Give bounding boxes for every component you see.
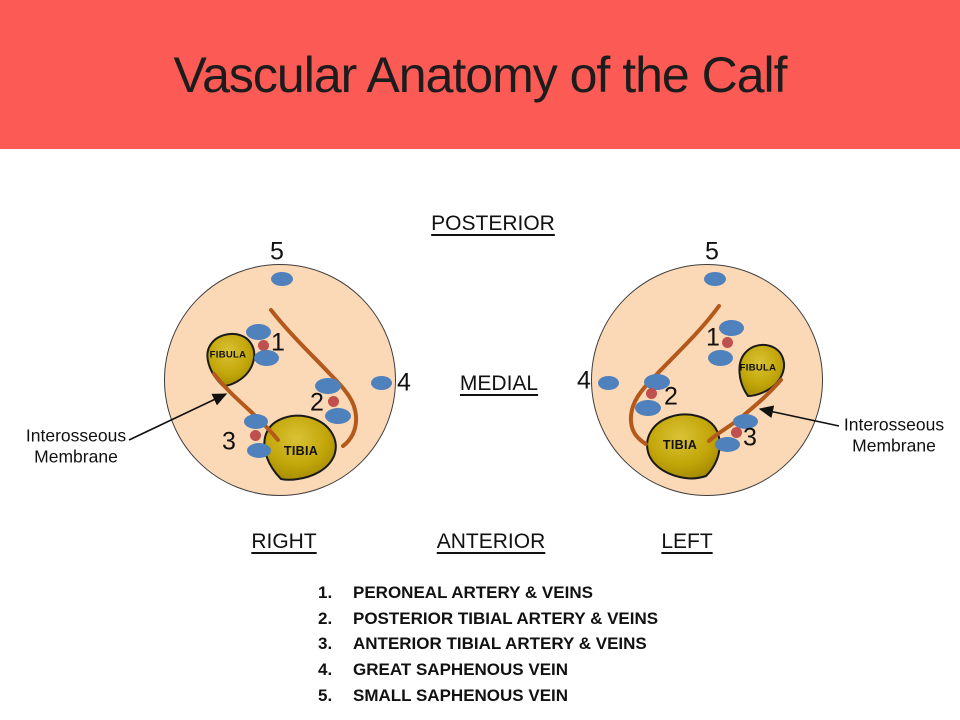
annotation-line: Interosseous [25,425,127,446]
peroneal-vein-ellipse [719,320,744,336]
great-saphenous-vein-ellipse [371,376,392,390]
peroneal-vein-ellipse [254,350,279,366]
marker-3: 3 [222,427,236,456]
legend-item-label: GREAT SAPHENOUS VEIN [353,659,569,679]
label-right: RIGHT [251,530,317,553]
label-left: LEFT [661,530,713,553]
interosseous-membrane-annotation-right: Interosseous Membrane [844,415,944,458]
posterior-tibial-artery-dot [646,388,657,399]
marker-2: 2 [664,382,678,411]
legend-item-number: 1. [318,582,333,602]
peroneal-artery-dot [722,337,733,348]
tibia-bone-label: TIBIA [662,438,698,452]
interosseous-membrane-annotation-left: Interosseous Membrane [26,426,126,469]
marker-4: 4 [397,368,411,397]
marker-3: 3 [743,423,757,452]
label-medial: MEDIAL [459,372,539,395]
peroneal-vein-ellipse [246,324,271,340]
anterior-tibial-vein-ellipse [247,443,271,458]
legend-item-number: 3. [318,634,333,654]
marker-1: 1 [271,328,285,357]
annotation-line: Interosseous [843,414,945,435]
peroneal-artery-dot [258,340,269,351]
left-calf-cross-section [591,264,823,496]
annotation-line: Membrane [34,447,118,467]
marker-4: 4 [577,366,591,395]
legend-item-label: POSTERIOR TIBIAL ARTERY & VEINS [353,608,659,628]
marker-1: 1 [706,323,720,352]
legend-item-label: ANTERIOR TIBIAL ARTERY & VEINS [353,634,647,654]
legend-item-label: PERONEAL ARTERY & VEINS [353,582,593,602]
posterior-tibial-artery-dot [328,396,339,407]
legend-item: 2. POSTERIOR TIBIAL ARTERY & VEINS [318,606,658,632]
anterior-tibial-artery-dot [250,430,261,441]
anterior-tibial-vein-ellipse [715,437,740,452]
right-calf-cross-section [164,264,396,496]
legend-item: 1. PERONEAL ARTERY & VEINS [318,580,658,606]
legend-item-number: 2. [318,608,333,628]
legend-list: 1. PERONEAL ARTERY & VEINS 2. POSTERIOR … [318,580,658,708]
anterior-tibial-vein-ellipse [733,414,758,429]
tibia-bone-label: TIBIA [283,444,319,458]
legend-item: 5. SMALL SAPHENOUS VEIN [318,683,658,709]
small-saphenous-vein-ellipse [704,272,726,286]
fibula-bone-label: FIBULA [739,362,777,374]
marker-5: 5 [705,237,719,266]
title-banner: Vascular Anatomy of the Calf [0,0,960,149]
legend-item: 3. ANTERIOR TIBIAL ARTERY & VEINS [318,631,658,657]
posterior-tibial-vein-ellipse [325,408,351,424]
legend-item-number: 4. [318,659,333,679]
marker-5: 5 [270,237,284,266]
legend-item-label: SMALL SAPHENOUS VEIN [353,685,569,705]
posterior-tibial-vein-ellipse [315,378,341,394]
posterior-tibial-vein-ellipse [635,400,661,416]
marker-2: 2 [310,388,324,417]
slide-title: Vascular Anatomy of the Calf [173,46,787,103]
small-saphenous-vein-ellipse [271,272,293,286]
posterior-tibial-vein-ellipse [644,374,670,390]
label-anterior: ANTERIOR [436,530,546,553]
legend-item: 4. GREAT SAPHENOUS VEIN [318,657,658,683]
annotation-line: Membrane [852,436,936,456]
label-posterior: POSTERIOR [431,212,555,235]
anterior-tibial-vein-ellipse [244,414,268,429]
great-saphenous-vein-ellipse [598,376,619,390]
peroneal-vein-ellipse [708,350,733,366]
fibula-bone-label: FIBULA [209,349,247,361]
legend-item-number: 5. [318,685,333,705]
anterior-tibial-artery-dot [731,427,742,438]
